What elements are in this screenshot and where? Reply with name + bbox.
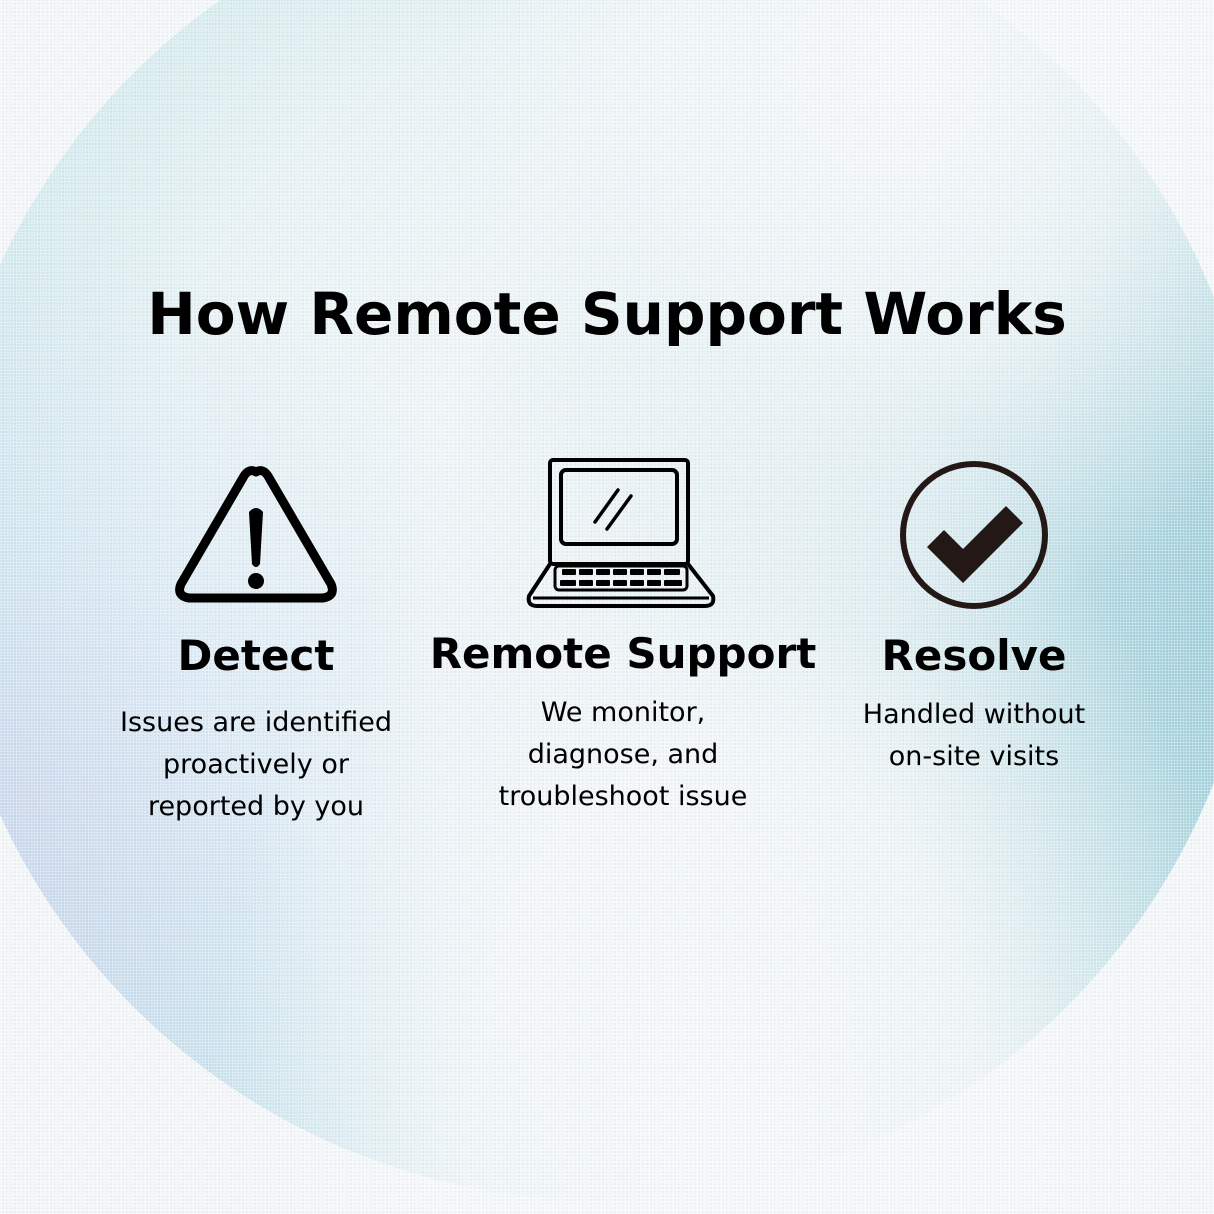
- step-detect: Detect Issues are identified proactively…: [96, 450, 416, 828]
- warning-triangle-icon: [171, 450, 341, 610]
- laptop-icon: [523, 450, 723, 610]
- step-heading: Detect: [177, 631, 335, 680]
- step-heading: Resolve: [881, 631, 1067, 680]
- step-description: We monitor, diagnose, and troubleshoot i…: [498, 697, 748, 812]
- step-description: Handled without on-site visits: [862, 699, 1086, 772]
- step-description: Issues are identified proactively or rep…: [120, 707, 392, 822]
- step-remote-support: Remote Support We monitor, diagnose, and…: [428, 450, 818, 818]
- page-title: How Remote Support Works: [147, 280, 1067, 348]
- check-circle-icon: [894, 450, 1054, 610]
- step-heading: Remote Support: [429, 629, 817, 678]
- step-resolve: Resolve Handled without on-site visits: [834, 450, 1114, 778]
